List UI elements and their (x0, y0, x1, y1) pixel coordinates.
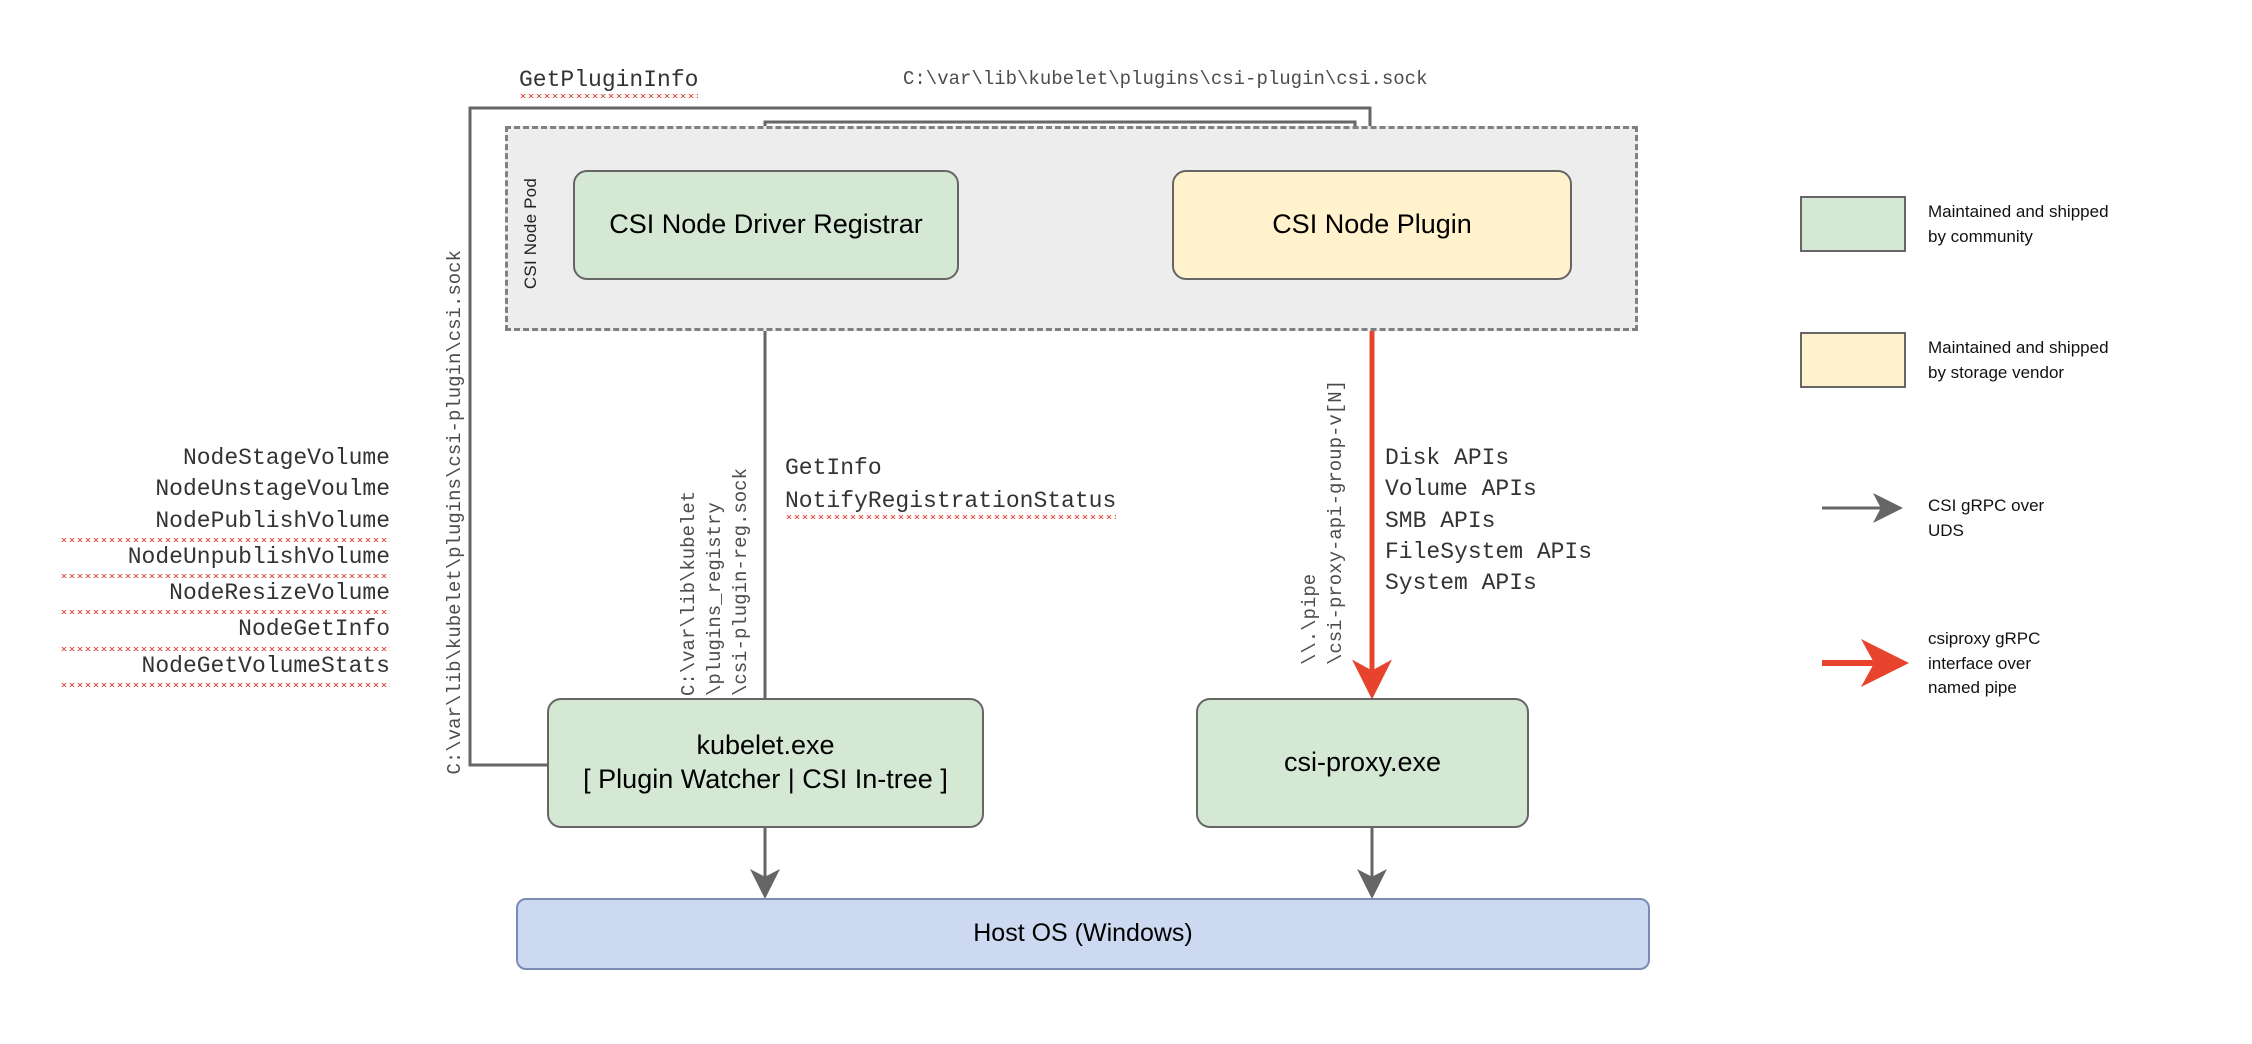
node-service-api-item: NodePublishVolume (60, 505, 390, 542)
node-kubelet-exe-label-line2: [ Plugin Watcher | CSI In-tree ] (583, 764, 948, 794)
label-notify-registration-status: NotifyRegistrationStatus (785, 488, 1117, 514)
node-csi-proxy-exe[interactable]: csi-proxy.exe (1196, 698, 1529, 828)
node-kubelet-exe[interactable]: kubelet.exe [ Plugin Watcher | CSI In-tr… (547, 698, 984, 828)
label-plugins-registry-path: C:\var\lib\kubelet \plugins_registry \cs… (676, 468, 754, 696)
label-get-info-text: GetInfo (785, 455, 882, 481)
legend-swatch-vendor (1800, 332, 1906, 388)
csi-proxy-api-item: SMB APIs (1385, 507, 1496, 534)
legend-label-vendor: Maintained and shipped by storage vendor (1928, 338, 2109, 382)
label-named-pipe-path: \\.\pipe \csi-proxy-api-group-v[N] (1297, 380, 1349, 665)
node-csi-node-driver-registrar-label: CSI Node Driver Registrar (609, 209, 923, 240)
node-kubelet-exe-label-line1: kubelet.exe (696, 730, 835, 761)
node-service-api-item: NodeGetInfo (60, 614, 390, 650)
csi-proxy-api-list: Disk APIs Volume APIs SMB APIs FileSyste… (1385, 443, 1592, 599)
node-service-api-list: NodeStageVolume NodeUnstageVoulme NodePu… (60, 443, 390, 687)
node-csi-node-plugin[interactable]: CSI Node Plugin (1172, 170, 1572, 280)
label-csi-sock-path-vertical: C:\var\lib\kubelet\plugins\csi-plugin\cs… (444, 250, 466, 775)
node-service-api-item: NodeGetVolumeStats (60, 650, 390, 687)
label-get-plugin-info-text: GetPluginInfo (519, 67, 699, 98)
label-csi-sock-path-top: C:\var\lib\kubelet\plugins\csi-plugin\cs… (903, 68, 1428, 90)
node-service-api-item: NodeStageVolume (182, 445, 390, 471)
label-csi-sock-path-vertical-text: C:\var\lib\kubelet\plugins\csi-plugin\cs… (444, 250, 466, 775)
node-csi-node-plugin-label: CSI Node Plugin (1272, 209, 1472, 240)
label-plugins-registry-path-line-1: \plugins_registry (704, 502, 726, 697)
label-plugins-registry-path-line-0: C:\var\lib\kubelet (678, 490, 700, 697)
node-host-os[interactable]: Host OS (Windows) (516, 898, 1650, 970)
label-csi-sock-path-top-text: C:\var\lib\kubelet\plugins\csi-plugin\cs… (903, 68, 1428, 90)
node-service-api-item: NodeUnpublishVolume (60, 541, 390, 578)
csi-proxy-api-item: Volume APIs (1385, 476, 1537, 503)
legend-swatch-community (1800, 196, 1906, 252)
legend-label-csiproxy-grpc-named-pipe: csiproxy gRPC interface over named pipe (1928, 629, 2041, 698)
node-service-api-item: NodeUnstageVoulme (155, 476, 390, 503)
label-get-plugin-info: GetPluginInfo (519, 67, 699, 93)
csi-node-pod-label: CSI Node Pod (521, 178, 540, 290)
label-named-pipe-path-line-1: \csi-proxy-api-group-v[N] (1325, 380, 1347, 666)
label-plugins-registry-path-line-2: \csi-plugin-reg.sock (730, 468, 752, 697)
label-notify-registration-status-text: NotifyRegistrationStatus (785, 488, 1117, 519)
node-host-os-label: Host OS (Windows) (973, 919, 1193, 948)
node-csi-proxy-exe-label: csi-proxy.exe (1283, 747, 1442, 778)
label-named-pipe-path-line-0: \\.\pipe (1299, 573, 1321, 666)
csi-proxy-api-item: Disk APIs (1385, 445, 1510, 471)
node-service-api-item: NodeResizeVolume (60, 578, 390, 614)
legend-label-community: Maintained and shipped by community (1928, 202, 2109, 246)
csi-proxy-api-item: System APIs (1385, 570, 1537, 597)
label-get-info: GetInfo (785, 455, 882, 481)
node-csi-node-driver-registrar[interactable]: CSI Node Driver Registrar (573, 170, 959, 280)
csi-proxy-api-item: FileSystem APIs (1385, 538, 1593, 565)
legend-label-csi-grpc-uds: CSI gRPC over UDS (1928, 496, 2045, 540)
